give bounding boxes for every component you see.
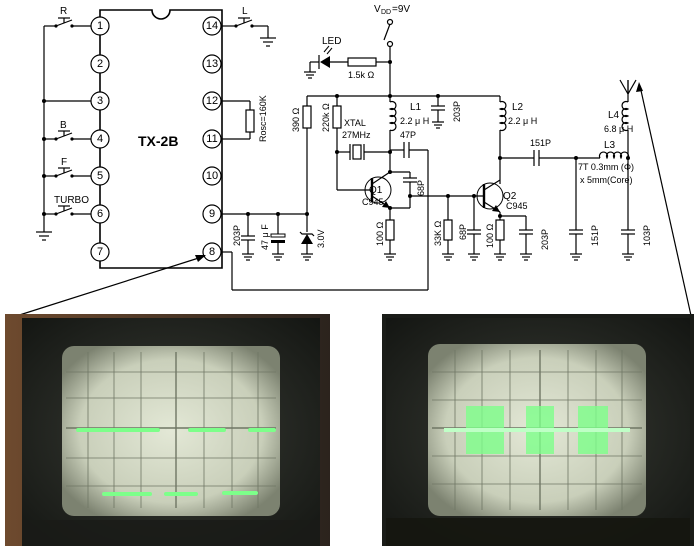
- left-switches: R B F TURBO: [36, 6, 91, 241]
- power-supply: V DD =9V LED 1.5k Ω: [304, 4, 500, 98]
- pin-13: [202, 54, 222, 74]
- resistor-220k: [332, 105, 342, 129]
- inductor-l3: [598, 151, 630, 160]
- scope-left-trace: [76, 428, 276, 496]
- scope-left: [5, 314, 330, 546]
- l3-name: L3: [604, 140, 616, 151]
- l1-value: 2.2 μ H: [400, 116, 429, 126]
- resistor-100-q1: [385, 219, 395, 241]
- pin-10-label: 10: [206, 170, 218, 182]
- pin-14-label: 14: [206, 20, 218, 32]
- amplifier-stage: L2 2.2 μ H 33K Ω 68P Q2 C945: [408, 96, 550, 261]
- modulation-path: [221, 251, 428, 291]
- resistor-1k5: [347, 57, 377, 67]
- supply-filter: 390 Ω 203P 47 μ F 3.0V: [221, 96, 326, 261]
- pin-6-label: 6: [97, 208, 103, 220]
- cap-203p-top-label: 203P: [452, 101, 462, 122]
- pin-1-label: 1: [97, 20, 103, 32]
- cap-203p-left-label: 203P: [232, 225, 242, 246]
- pin-13-label: 13: [206, 58, 218, 70]
- cap-47uf-label: 47 μ F: [260, 224, 270, 250]
- cap-151p-series-label: 151P: [530, 138, 551, 148]
- pin-12-label: 12: [206, 95, 218, 107]
- l2-value: 2.2 μ H: [508, 116, 537, 126]
- xtal-name: XTAL: [344, 118, 366, 128]
- cap-151p-shunt-label: 151P: [590, 225, 600, 246]
- pointer-arrows: [9, 82, 693, 321]
- resistor-100-q2: [495, 219, 505, 241]
- pin-2-label: 2: [97, 58, 103, 70]
- switch-l-label: L: [242, 6, 248, 17]
- led-label: LED: [322, 36, 341, 47]
- output-network: 151P L3 7T 0.3mm (Φ) x 5mm(Core) 151P 10…: [500, 79, 652, 261]
- pin-7: [90, 242, 110, 262]
- q2-name: Q2: [503, 191, 517, 202]
- scope-right: [382, 314, 694, 546]
- switch-f-label: F: [61, 157, 67, 168]
- pin-5-label: 5: [97, 170, 103, 182]
- rosc-label: Rosc=160K: [258, 95, 268, 142]
- inductor-l4: [621, 100, 630, 132]
- power-switch: [383, 23, 391, 41]
- pin-3-label: 3: [97, 95, 103, 107]
- zener-label: 3.0V: [316, 229, 326, 248]
- ic-right-wiring: L Rosc=160K: [221, 6, 276, 142]
- scope-left-screen: [62, 346, 280, 516]
- arrow-pin8-to-scope-left: [9, 255, 206, 319]
- l4-value: 6.8 μ H: [604, 124, 633, 134]
- led-diode: [320, 56, 330, 68]
- crystal: [352, 144, 362, 160]
- pin-9-label: 9: [209, 208, 215, 220]
- switch-b-label: B: [60, 120, 67, 131]
- l4-name: L4: [608, 110, 620, 121]
- switch-r-label: R: [60, 6, 67, 17]
- l3-desc1: 7T 0.3mm (Φ): [578, 162, 634, 172]
- pin-10: [202, 166, 222, 186]
- resistor-390-label: 390 Ω: [291, 107, 301, 132]
- scope-right-trace: [444, 406, 630, 454]
- xtal-freq: 27MHz: [342, 130, 371, 140]
- vdd-value: =9V: [392, 4, 410, 15]
- resistor-100-q2-label: 100 Ω: [485, 223, 495, 248]
- pin-7-label: 7: [97, 246, 103, 258]
- resistor-390: [302, 105, 312, 129]
- resistor-1k5-label: 1.5k Ω: [348, 70, 375, 80]
- pin-11-label: 11: [206, 133, 217, 145]
- cap-203p-q2-label: 203P: [540, 229, 550, 250]
- cap-47p-label: 47P: [400, 130, 416, 140]
- switch-turbo-label: TURBO: [54, 195, 89, 206]
- ic-tx2b: TX-2B: [99, 9, 223, 269]
- oscillator-stage: 220k Ω XTAL 27MHz 47P L1 2.2 μ H 203P: [321, 96, 462, 290]
- cap-68p-q1-label: 68P: [416, 180, 426, 196]
- resistor-33k: [443, 219, 453, 241]
- ic-name: TX-2B: [138, 133, 178, 149]
- vdd-prefix: V: [374, 4, 381, 15]
- arrow-antenna-to-scope-right: [639, 85, 693, 321]
- pin-4-label: 4: [97, 133, 103, 145]
- inductor-l1: [388, 100, 397, 132]
- cap-103p-label: 103P: [642, 225, 652, 246]
- pin-2: [90, 54, 110, 74]
- l2-name: L2: [512, 102, 524, 113]
- resistor-100-q1-label: 100 Ω: [375, 221, 385, 246]
- inductor-l2: [498, 100, 507, 132]
- l3-desc2: x 5mm(Core): [580, 175, 633, 185]
- cap-68p-q2-label: 68P: [458, 224, 468, 240]
- resistor-33k-label: 33K Ω: [433, 220, 443, 246]
- q2-part: C945: [506, 201, 528, 211]
- scope-left-grid: [66, 352, 276, 508]
- pin-8-label: 8: [209, 246, 215, 258]
- vdd-sub: DD: [381, 9, 391, 16]
- q1-part: C945: [362, 197, 384, 207]
- q1-name: Q1: [369, 185, 383, 196]
- ic-pins-right: 14 13 12 11 10 9 8: [202, 16, 222, 262]
- resistor-220k-label: 220k Ω: [321, 103, 331, 132]
- l1-name: L1: [410, 102, 422, 113]
